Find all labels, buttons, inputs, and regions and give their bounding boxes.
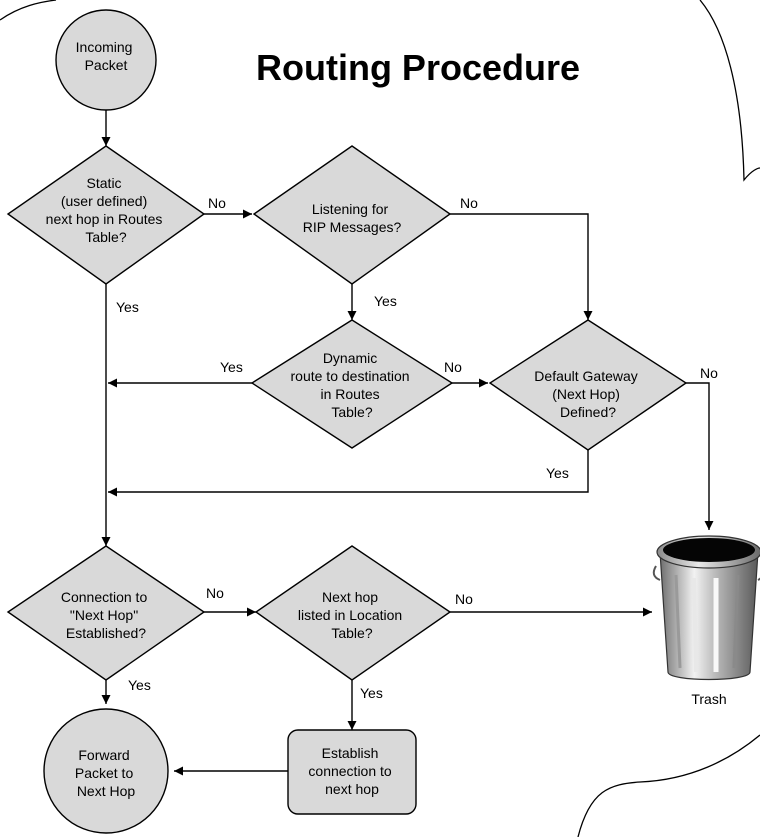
label-dynamic-yes: Yes <box>220 359 243 375</box>
node-next-hop-location-decision: Next hop listed in Location Table? <box>254 545 452 681</box>
label-location-no: No <box>455 591 473 607</box>
label-gateway-no: No <box>700 365 718 381</box>
node-incoming-packet: Incoming Packet <box>55 9 157 111</box>
label-static-yes: Yes <box>116 299 139 315</box>
svg-text:Static (user defined): Static (user defined) next hop in Routes… <box>46 175 167 245</box>
svg-text:Default Gateway (Next Ho: Default Gateway (Next Hop) Defined? <box>534 368 641 420</box>
svg-text:Establish connection to: Establish connection to next hop <box>308 745 395 797</box>
node-connection-established-decision: Connection to "Next Hop" Established? <box>6 545 206 681</box>
node-static-next-hop-decision: Static (user defined) next hop in Routes… <box>6 145 206 285</box>
label-static-no: No <box>208 195 226 211</box>
edge-rip-to-gateway <box>450 213 593 320</box>
svg-text:Next hop listed in Locat: Next hop listed in Location Table? <box>298 589 406 641</box>
svg-text:Incoming Packet: Incoming Packet <box>76 39 137 73</box>
svg-text:Dynamic route to destina: Dynamic route to destination in Routes T… <box>291 350 414 420</box>
label-location-yes: Yes <box>360 685 383 701</box>
node-default-gateway-decision: Default Gateway (Next Hop) Defined? <box>488 319 688 451</box>
trash-can-icon <box>652 535 760 681</box>
node-dynamic-route-decision: Dynamic route to destination in Routes T… <box>250 319 454 449</box>
node-forward-packet: Forward Packet to Next Hop <box>43 708 169 834</box>
page-title: Routing Procedure <box>256 47 580 88</box>
label-rip-no: No <box>460 195 478 211</box>
svg-text:Connection to "Next Hop": Connection to "Next Hop" Established? <box>61 589 151 641</box>
label-dynamic-no: No <box>444 359 462 375</box>
svg-text:Listening for RIP Messag: Listening for RIP Messages? <box>303 201 402 235</box>
label-connection-yes: Yes <box>128 677 151 693</box>
label-gateway-yes: Yes <box>546 465 569 481</box>
edge-gateway-to-main <box>108 450 589 497</box>
trash-label: Trash <box>691 691 726 707</box>
node-establish-connection-process: Establish connection to next hop <box>287 729 417 815</box>
node-listening-rip-decision: Listening for RIP Messages? <box>252 145 452 285</box>
edge-labels: No Yes No Yes Yes No No Yes No Yes No Ye… <box>116 195 718 701</box>
svg-text:Forward Packet to: Forward Packet to Next Hop <box>75 747 137 799</box>
label-rip-yes: Yes <box>374 293 397 309</box>
flow-edges <box>101 110 714 776</box>
edge-gateway-to-trash <box>686 382 714 530</box>
label-connection-no: No <box>206 585 224 601</box>
